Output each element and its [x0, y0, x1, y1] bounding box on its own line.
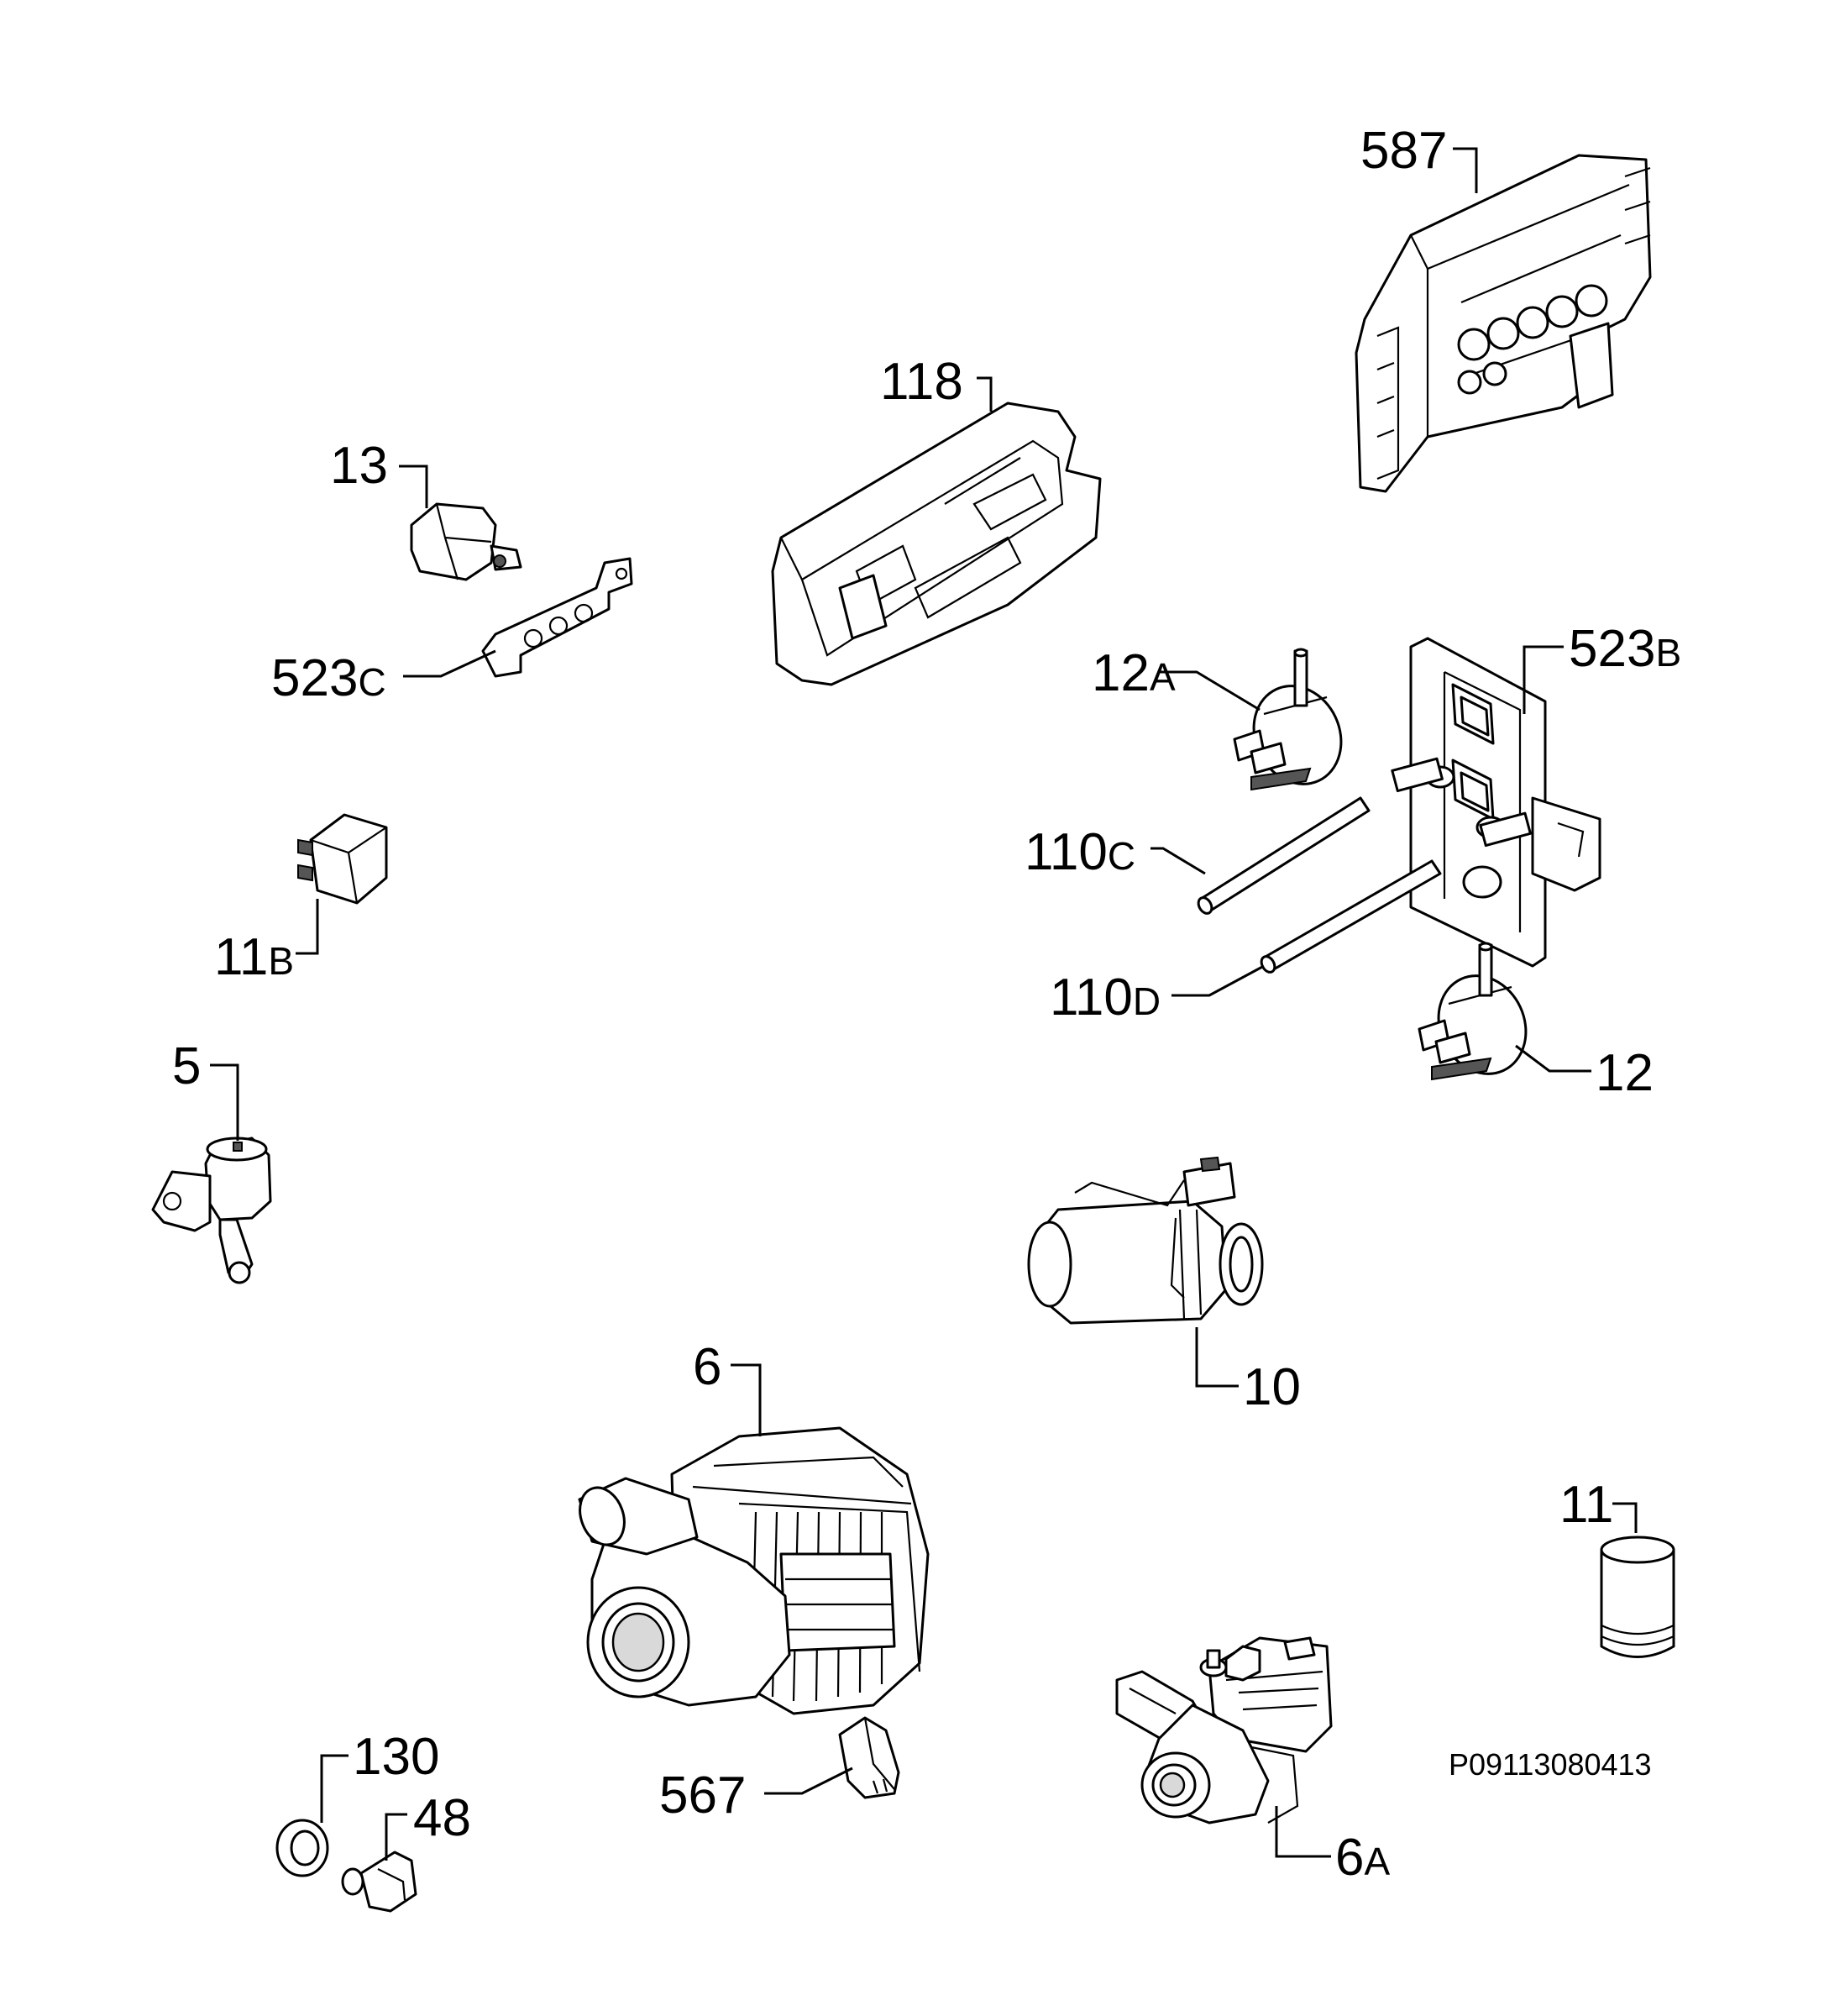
part-118-detergent-dispenser	[771, 402, 1102, 686]
label-523c: 523C	[271, 649, 386, 707]
part-12-pressure-switch	[1418, 942, 1528, 1081]
label-5: 5	[172, 1037, 201, 1095]
part-6a-drain-pump	[1115, 1636, 1333, 1824]
label-110d: 110D	[1050, 969, 1161, 1026]
label-567: 567	[659, 1767, 746, 1824]
part-48-plug	[341, 1851, 417, 1913]
part-6-circulation-pump	[578, 1426, 930, 1715]
label-118: 118	[880, 353, 963, 411]
part-13-switch	[410, 502, 522, 581]
part-5-inlet-valve	[151, 1137, 272, 1284]
part-567-clip	[838, 1716, 900, 1799]
label-12a: 12A	[1092, 644, 1176, 702]
label-13: 13	[330, 437, 388, 495]
part-12a-pressure-switch	[1233, 648, 1343, 791]
label-6: 6	[693, 1338, 721, 1396]
part-11b-relay	[297, 813, 388, 905]
part-110c-hose	[1197, 796, 1371, 915]
label-130: 130	[353, 1728, 439, 1786]
part-110d-hose	[1260, 859, 1442, 974]
label-11: 11	[1559, 1476, 1613, 1534]
part-523c-bracket	[481, 557, 633, 678]
reference-code: P09113080413	[1449, 1747, 1652, 1782]
label-12: 12	[1596, 1044, 1654, 1102]
label-587: 587	[1360, 122, 1447, 180]
label-6a: 6A	[1335, 1829, 1390, 1887]
label-523b: 523B	[1569, 620, 1681, 678]
label-110c: 110C	[1025, 823, 1135, 881]
part-130-seal	[275, 1819, 329, 1877]
part-523b-holder	[1391, 637, 1601, 968]
label-48: 48	[413, 1789, 471, 1847]
part-11-capacitor	[1600, 1536, 1675, 1658]
part-10-heater	[1027, 1156, 1264, 1325]
label-10: 10	[1243, 1358, 1301, 1416]
part-587-electronic-module	[1355, 154, 1652, 493]
label-11b: 11B	[214, 928, 294, 986]
